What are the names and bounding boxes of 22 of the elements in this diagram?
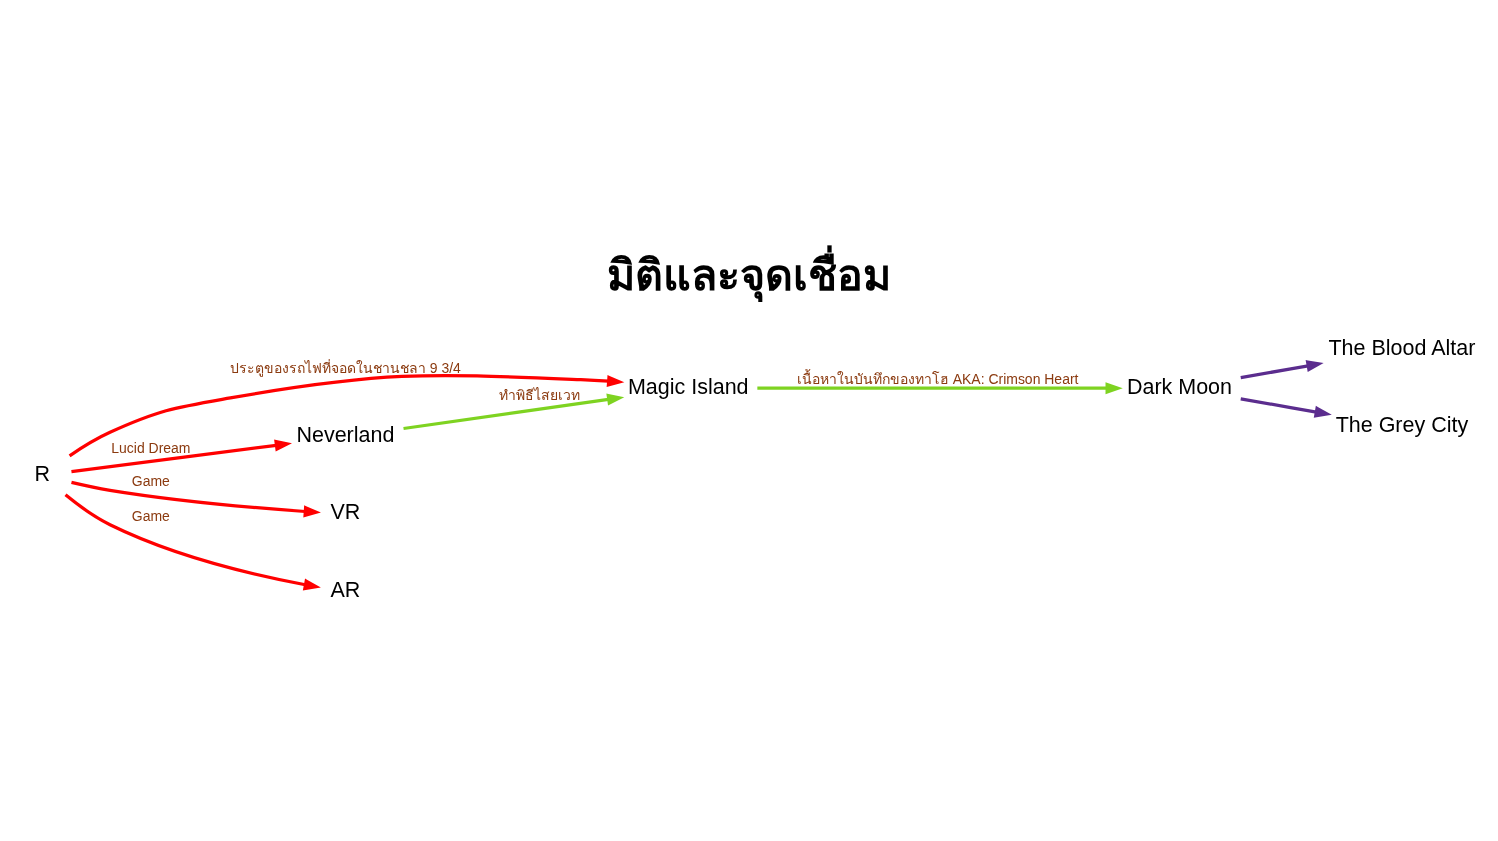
arrow	[1240, 359, 1324, 379]
node-text: The Grey City	[1335, 412, 1469, 437]
node-text: AR	[330, 577, 361, 602]
arrow	[68, 373, 625, 457]
edge-label: Game	[131, 472, 170, 489]
node-text: Neverland	[296, 422, 395, 447]
arrow	[1240, 396, 1332, 418]
edge-label: Game	[131, 507, 170, 524]
arrow	[403, 393, 625, 430]
edge-label: ประตูของรถไฟที่จอดในชานชลา 9 3/4	[229, 359, 461, 376]
node-text: R	[34, 461, 51, 486]
node-text: Dark Moon	[1126, 374, 1232, 399]
edge-label: เนื้อหาในบันทึกของทาโฮ AKA: Crimson Heart	[796, 370, 1079, 387]
node-text: Magic Island	[627, 374, 749, 399]
node-text: VR	[330, 499, 361, 524]
edge-label: ทำพิธีไสยเวท	[499, 386, 581, 403]
arrow	[71, 480, 321, 517]
arrow	[757, 381, 1123, 394]
arrow	[64, 493, 321, 590]
arrow	[71, 439, 292, 473]
node-text: The Blood Altar	[1328, 335, 1476, 360]
edge-label: Lucid Dream	[111, 439, 191, 456]
